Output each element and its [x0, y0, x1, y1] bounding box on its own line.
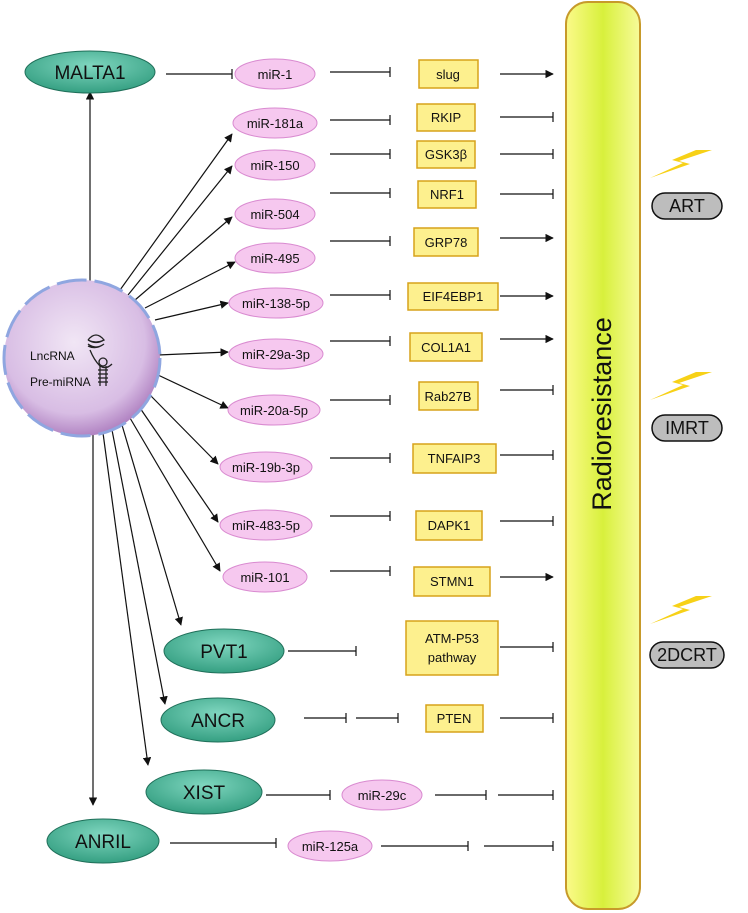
hub-label-lncrna: LncRNA [30, 349, 75, 363]
lncrna-node-ancr: ANCR [160, 697, 276, 743]
mirna-node: miR-29c [341, 779, 423, 811]
therapy-label-imrt: IMRT [665, 418, 709, 438]
target-box: NRF1 [417, 180, 477, 209]
therapy-label-2dcrt: 2DCRT [657, 645, 717, 665]
target-label: Rab27B [425, 389, 472, 404]
mirna-label: miR-150 [250, 158, 299, 173]
lightning-icon [650, 150, 712, 178]
mirna-label: miR-101 [240, 570, 289, 585]
target-box: DAPK1 [415, 510, 483, 541]
mirna-label: miR-20a-5p [240, 403, 308, 418]
mirna-label: miR-29a-3p [242, 347, 310, 362]
mirna-label: miR-181a [247, 116, 304, 131]
lncrna-node-pvt1: PVT1 [163, 628, 285, 674]
target-label: EIF4EBP1 [423, 289, 484, 304]
lncrna-node-malta1: MALTA1 [24, 50, 156, 94]
target-label: slug [436, 67, 460, 82]
therapy-label-art: ART [669, 196, 705, 216]
connections [85, 67, 554, 851]
mirna-node: miR-125a [287, 830, 373, 862]
target-box: Rab27B [418, 381, 479, 411]
therapy-imrt: IMRT [650, 372, 723, 442]
mirna-node: miR-29a-3p [228, 338, 324, 370]
target-label: TNFAIP3 [428, 451, 481, 466]
lightning-icon [650, 372, 712, 400]
mirna-label: miR-138-5p [242, 296, 310, 311]
target-label: DAPK1 [428, 518, 471, 533]
mirna-label: miR-504 [250, 207, 299, 222]
mirna-node: miR-19b-3p [219, 451, 313, 483]
mirna-label: miR-483-5p [232, 518, 300, 533]
premirna-hairpin-icon [98, 357, 108, 386]
lncrna-node-xist: XIST [145, 769, 263, 815]
mirna-node: miR-181a [232, 107, 318, 139]
target-box: TNFAIP3 [412, 443, 497, 474]
hub-label-premirna: Pre-miRNA [30, 375, 91, 389]
lncrna-label: MALTA1 [54, 63, 125, 84]
target-label: PTEN [437, 711, 472, 726]
mirna-node: miR-504 [234, 198, 316, 230]
lncrna-premirna-hub: LncRNA Pre-miRNA [2, 278, 162, 438]
mirna-node: miR-1 [234, 58, 316, 90]
mirna-nodes: miR-1 miR-181a miR-150 miR-504 miR-495 m… [219, 58, 423, 862]
target-label: COL1A1 [421, 340, 471, 355]
lncrna-label: ANCR [191, 711, 245, 732]
target-box: ATM-P53 pathway [405, 620, 499, 676]
lncrna-node-anril: ANRIL [46, 818, 160, 864]
therapy-2dcrt: 2DCRT [649, 596, 725, 669]
target-box: STMN1 [413, 566, 491, 597]
target-label: ATM-P53 [425, 631, 479, 646]
target-box: slug [418, 59, 479, 89]
mirna-label: miR-495 [250, 251, 299, 266]
therapy-art: ART [650, 150, 723, 220]
lncrna-label: ANRIL [75, 832, 131, 853]
target-box: RKIP [416, 103, 476, 132]
lncrna-label: XIST [183, 783, 226, 804]
mirna-label: miR-1 [258, 67, 293, 82]
target-nodes: slug RKIP GSK3β NRF1 GRP78 EIF4EBP1 COL1… [405, 59, 499, 733]
target-label: pathway [428, 650, 477, 665]
target-label: GRP78 [425, 235, 468, 250]
mirna-node: miR-150 [234, 149, 316, 181]
radioresistance-bar: Radioresistance [565, 1, 641, 910]
target-label: NRF1 [430, 187, 464, 202]
target-box: GSK3β [416, 140, 476, 169]
mirna-node: miR-483-5p [219, 509, 313, 541]
mirna-node: miR-101 [222, 561, 308, 593]
lightning-icon [650, 596, 712, 624]
mirna-node: miR-138-5p [228, 287, 324, 319]
target-label: RKIP [431, 110, 461, 125]
target-box: PTEN [425, 704, 484, 733]
lncrna-label: PVT1 [200, 642, 248, 663]
target-box: EIF4EBP1 [407, 282, 499, 311]
target-label: STMN1 [430, 574, 474, 589]
mirna-node: miR-495 [234, 242, 316, 274]
target-box: GRP78 [413, 227, 479, 257]
mirna-label: miR-29c [358, 788, 407, 803]
target-box: COL1A1 [409, 332, 483, 362]
mirna-label: miR-19b-3p [232, 460, 300, 475]
radioresistance-label: Radioresistance [587, 317, 617, 511]
mirna-node: miR-20a-5p [227, 394, 321, 426]
mirna-label: miR-125a [302, 839, 359, 854]
target-label: GSK3β [425, 147, 467, 162]
